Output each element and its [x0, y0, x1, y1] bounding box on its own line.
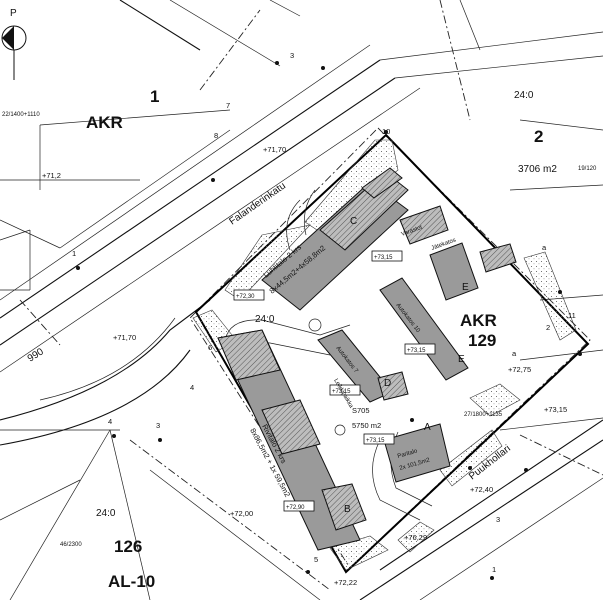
marker-number: 6 — [208, 343, 212, 352]
building-letter-e: E — [458, 354, 465, 365]
elev-box — [404, 343, 436, 355]
elevation-label: +73,15 — [366, 438, 385, 444]
tree-symbol — [334, 424, 346, 436]
marker-number: 5 — [314, 555, 318, 564]
marker-letter: a — [512, 349, 517, 358]
elevation-label: +73,15 — [407, 348, 426, 354]
building-letter-a: A — [424, 422, 431, 433]
street-name-falanderinkatu: Falanderinkatu — [227, 181, 288, 228]
road-number-990: 990 — [26, 346, 46, 364]
elev-box — [371, 250, 403, 262]
map-labels: AKR AKR 129 126 AL-10 1 2 Falanderinkatu… — [2, 51, 597, 591]
marker-number: 2 — [546, 323, 550, 332]
reference-number: 19/120 — [578, 166, 597, 172]
marker-number: 4 — [108, 417, 112, 426]
elevation-label: +73,15 — [374, 255, 393, 261]
survey-markers — [76, 61, 582, 580]
north-arrow-icon: P — [1, 8, 27, 80]
block-number-126: 126 — [114, 537, 142, 556]
marker-number: 11 — [568, 311, 576, 320]
reference-number: 46/2300 — [60, 542, 82, 548]
elevation-label: +71,70 — [263, 145, 286, 154]
marker-number: 4 — [190, 383, 194, 392]
efficiency-center: 24:0 — [255, 314, 275, 325]
building-a — [383, 423, 451, 483]
elevation-label: +76,29 — [404, 533, 427, 542]
building-b — [217, 329, 367, 551]
planting-zones — [192, 139, 577, 571]
elevation-label: +73,15 — [544, 405, 567, 414]
elevation-label: +72,30 — [236, 294, 255, 300]
elevation-label: +72,75 — [508, 365, 531, 374]
center-area: 5750 m2 — [352, 421, 381, 430]
lot-number-2: 2 — [534, 127, 543, 146]
paritalo-label: Paritalo — [397, 448, 419, 460]
marker-number: 1 — [72, 249, 76, 258]
center-code: S705 — [352, 406, 370, 415]
building-letter-e: E — [462, 282, 469, 293]
elev-box — [363, 433, 395, 445]
building-letter-c: C — [350, 216, 357, 227]
building-d — [377, 371, 409, 401]
building-letter-b: B — [344, 504, 351, 515]
marker-number: 10 — [382, 127, 390, 136]
elevation-label: +71,2 — [42, 171, 61, 180]
north-arrow-label: P — [10, 8, 17, 19]
zone-label-akr-left: AKR — [86, 113, 123, 132]
area-top-right: 3706 m2 — [518, 164, 557, 175]
reference-number: 22/1400+1110 — [2, 112, 40, 118]
buildings — [217, 167, 517, 551]
efficiency-top-right: 24:0 — [514, 90, 534, 101]
building-c — [261, 167, 409, 311]
reference-number: 27/1800+1135 — [464, 412, 503, 418]
elevation-label: +72,90 — [286, 505, 305, 511]
building-letter-d: D — [384, 378, 391, 389]
elevation-label: +72,22 — [334, 578, 357, 587]
marker-number: 7 — [226, 101, 230, 110]
marker-letter: a — [542, 243, 547, 252]
marker-number: 8 — [214, 131, 218, 140]
elev-box — [283, 500, 315, 512]
tree-symbol — [308, 318, 322, 332]
elevation-boxes — [233, 250, 436, 512]
elevation-label: +72,00 — [230, 509, 253, 518]
marker-number: 3 — [156, 421, 160, 430]
zone-label-al10: AL-10 — [108, 572, 155, 591]
marker-number: 3 — [290, 51, 294, 60]
lot-number-1: 1 — [150, 87, 159, 106]
elevation-label: +71,70 — [113, 333, 136, 342]
marker-number: 1 — [492, 565, 496, 574]
elevation-label: +73,15 — [332, 389, 351, 395]
elevation-label: +72,40 — [470, 485, 493, 494]
block-number-129: 129 — [468, 331, 496, 350]
elev-box — [329, 384, 361, 396]
storage-sheds — [399, 205, 517, 273]
elev-box — [233, 289, 265, 301]
marker-number: 3 — [496, 515, 500, 524]
zone-label-akr-center: AKR — [460, 311, 497, 330]
efficiency-bottom: 24:0 — [96, 508, 116, 519]
building-e-upper — [429, 242, 479, 301]
